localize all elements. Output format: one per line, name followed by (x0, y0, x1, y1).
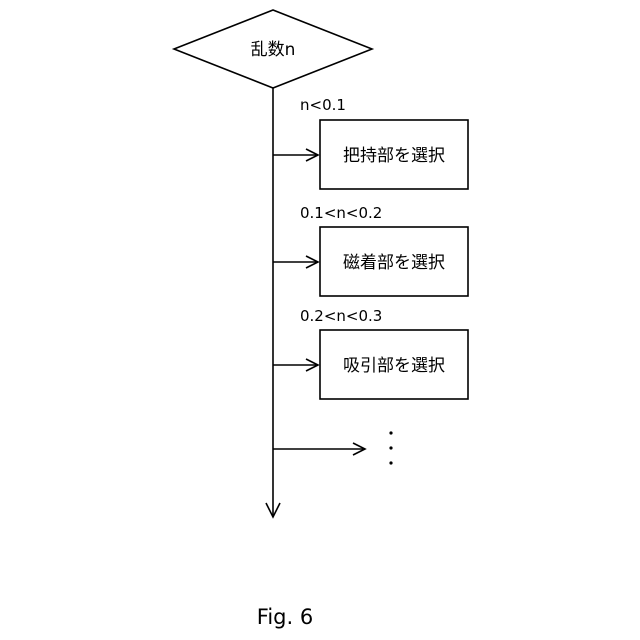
branch-3: 0.2<n<0.3 吸引部を選択 (273, 307, 468, 399)
continuation-dot-3 (389, 461, 392, 464)
continuation-branch (273, 431, 393, 464)
branch-2: 0.1<n<0.2 磁着部を選択 (273, 204, 468, 296)
continuation-dot-2 (389, 446, 392, 449)
decision-label: 乱数n (251, 40, 296, 60)
branch-1: n<0.1 把持部を選択 (273, 96, 468, 189)
branch-1-condition: n<0.1 (300, 96, 346, 114)
branch-2-condition: 0.1<n<0.2 (300, 204, 382, 222)
figure-caption: Fig. 6 (257, 605, 313, 629)
branch-1-action: 把持部を選択 (343, 146, 445, 166)
branch-2-action: 磁着部を選択 (343, 253, 445, 273)
branch-3-action: 吸引部を選択 (343, 356, 445, 376)
continuation-dot-1 (389, 431, 392, 434)
branch-3-condition: 0.2<n<0.3 (300, 307, 382, 325)
decision-node: 乱数n (174, 10, 372, 88)
main-flow-line (266, 88, 280, 517)
